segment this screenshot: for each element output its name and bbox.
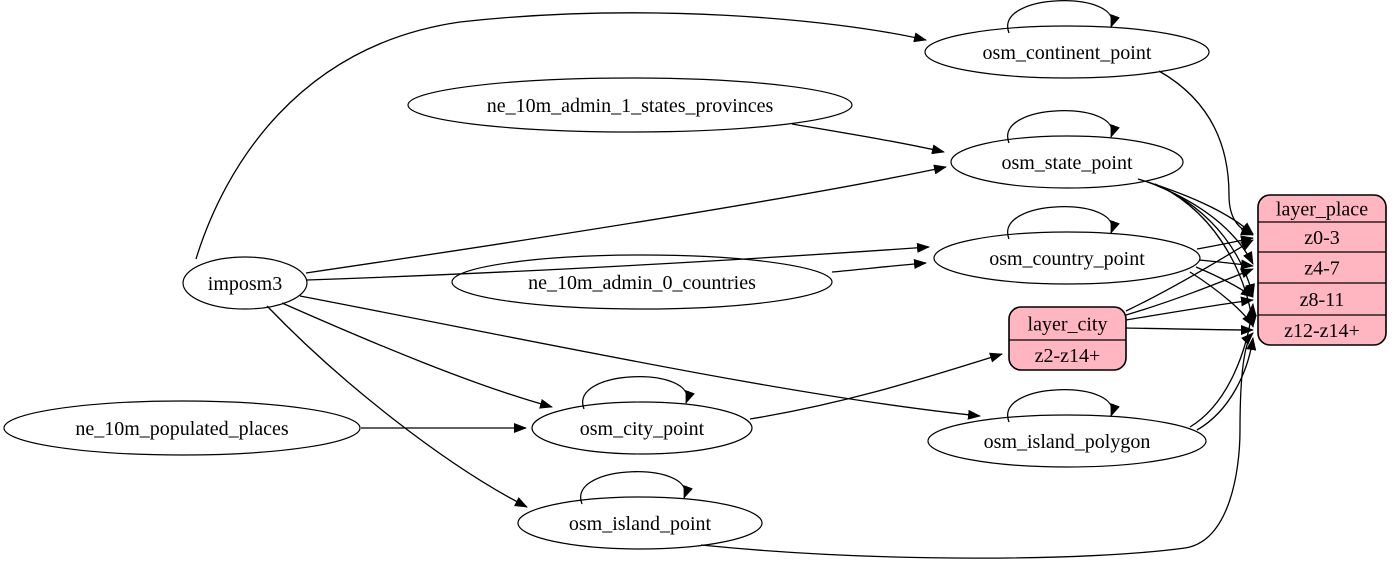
edge-layer_city-to-layer_place_z4-7: [1125, 268, 1254, 316]
edge-osm_country_point-to-layer_place_z0-3: [1196, 235, 1254, 250]
edge-osm_island_point-to-layer_place_z12-z14+: [700, 332, 1254, 559]
edge-osm_island_point-to-osm_island_point-self-loop: [580, 471, 693, 505]
record-row-label: z8-11: [1300, 289, 1345, 311]
table-shape: [517, 496, 763, 550]
edge-osm_state_point-to-layer_place_z0-3: [1137, 178, 1254, 235]
edge-osm_country_point-to-layer_place_z12-z14+: [1189, 271, 1254, 327]
node-imposm3: imposm3: [182, 256, 308, 310]
node-osm_country_point: osm_country_point: [933, 231, 1201, 285]
edge-layer_city-to-layer_place_z12-z14+: [1125, 324, 1254, 335]
table-shape: [924, 25, 1210, 79]
node-ne_10m_populated_places: ne_10m_populated_places: [3, 400, 361, 456]
edge-osm_city_point-to-layer_city_z2-z14+: [749, 352, 1003, 420]
edge-imposm3-to-osm_island_polygon: [299, 295, 981, 420]
edge-imposm3-to-osm_city_point: [281, 302, 553, 409]
table-label: ne_10m_admin_0_countries: [528, 272, 756, 294]
edge-ne_10m_admin_0_countries-to-osm_country_point: [831, 259, 927, 273]
record-shape: [1008, 306, 1127, 371]
table-shape: [950, 135, 1184, 189]
table-shape: [927, 414, 1207, 468]
node-ne_10m_admin_1_states_provinces: ne_10m_admin_1_states_provinces: [407, 77, 853, 133]
node-osm_island_point: osm_island_point: [517, 496, 763, 550]
record-row-label: z4-7: [1304, 257, 1340, 279]
node-osm_city_point: osm_city_point: [531, 401, 753, 455]
table-label: imposm3: [208, 273, 282, 295]
nodes-layer: imposm3 ne_10m_admin_1_states_provincesne…: [3, 25, 1387, 550]
edge-osm_country_point-to-osm_country_point-self-loop: [1007, 206, 1120, 240]
edge-layer_city-to-layer_place_z8-11: [1125, 296, 1254, 321]
edge-imposm3-to-osm_state_point: [305, 164, 947, 274]
node-layer_city: layer_city z2-z14+: [1008, 306, 1127, 371]
table-label: osm_continent_point: [983, 42, 1152, 64]
edge-osm_continent_point-to-layer_place_z0-3: [1158, 70, 1254, 236]
node-osm_continent_point: osm_continent_point: [924, 25, 1210, 79]
table-label: ne_10m_admin_1_states_provinces: [487, 95, 774, 117]
edge-osm_island_polygon-to-layer_place_z12-z14+: [1196, 337, 1257, 431]
node-osm_state_point: osm_state_point: [950, 135, 1184, 189]
table-shape: [407, 77, 853, 133]
table-shape: [3, 400, 361, 456]
table-label: ne_10m_populated_places: [75, 418, 288, 440]
edge-osm_country_point-to-layer_place_z4-7: [1198, 259, 1254, 270]
table-label: osm_island_polygon: [984, 431, 1151, 453]
edges-layer: [195, 0, 1257, 559]
record-row-label: z2-z14+: [1035, 345, 1101, 367]
table-shape: [933, 231, 1201, 285]
record-row-label: z12-z14+: [1284, 320, 1360, 342]
record-shape: [1257, 194, 1387, 346]
table-shape: [451, 254, 833, 310]
record-row-label: z0-3: [1304, 227, 1340, 249]
edge-osm_state_point-to-layer_place_z8-11: [1154, 183, 1255, 297]
edge-osm_island_polygon-to-layer_place_z8-11: [1189, 303, 1257, 428]
edge-layer_city-to-layer_place_z0-3: [1125, 239, 1254, 312]
node-osm_island_polygon: osm_island_polygon: [927, 414, 1207, 468]
table-shape: [531, 401, 753, 455]
record-title: layer_city: [1028, 313, 1108, 335]
edge-osm_island_polygon-to-osm_island_polygon-self-loop: [1007, 389, 1120, 423]
edge-osm_state_point-to-osm_state_point-self-loop: [1007, 110, 1120, 144]
table-label: osm_island_point: [569, 513, 712, 535]
edge-osm_city_point-to-osm_city_point-self-loop: [582, 376, 695, 410]
edge-imposm3-to-osm_island_point: [266, 305, 528, 508]
edge-imposm3-to-osm_continent_point: [195, 12, 927, 260]
node-layer_place: layer_place z0-3 z4-7 z8-11 z12-z14+: [1257, 194, 1387, 346]
table-label: osm_country_point: [989, 248, 1145, 270]
table-shape: [182, 256, 308, 310]
table-label: osm_state_point: [1001, 152, 1133, 174]
node-ne_10m_admin_0_countries: ne_10m_admin_0_countries: [451, 254, 833, 310]
edge-osm_continent_point-to-osm_continent_point-self-loop: [1007, 0, 1120, 34]
edge-imposm3-to-osm_country_point: [306, 242, 930, 281]
edge-ne_10m_admin_1_states_provinces-to-osm_state_point: [791, 123, 945, 155]
table-label: osm_city_point: [580, 418, 705, 440]
record-title: layer_place: [1276, 198, 1368, 220]
